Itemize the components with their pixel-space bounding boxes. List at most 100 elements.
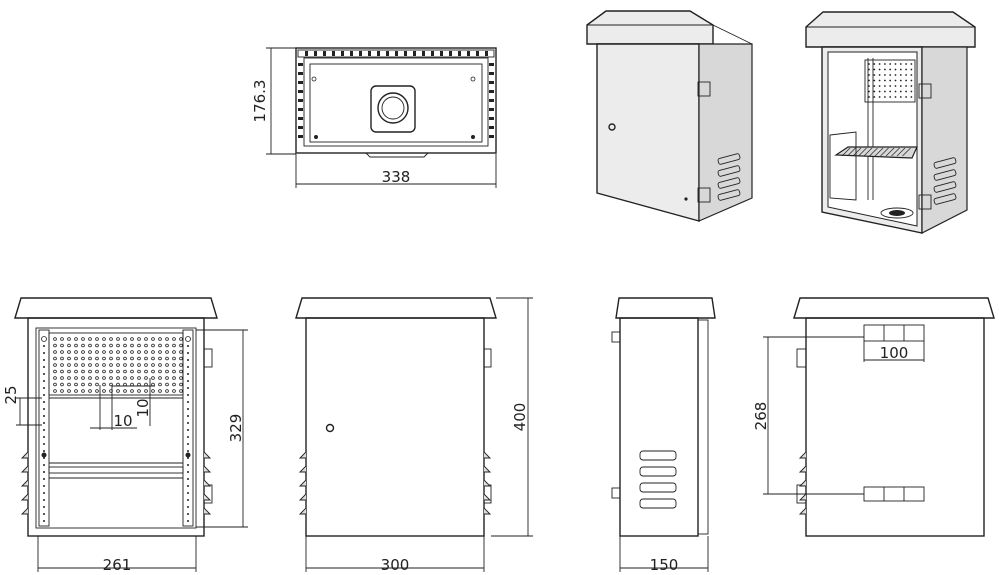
perf-hole-icon <box>179 376 183 380</box>
rail-hole-icon <box>43 401 45 403</box>
perf-hole-icon <box>158 337 162 341</box>
perf-hole-icon <box>179 356 183 361</box>
rail-slot-icon <box>489 126 494 129</box>
rail-slot-icon <box>298 126 303 129</box>
perf-hole-icon <box>165 389 169 393</box>
perf-hole-icon <box>116 350 120 354</box>
perf-hole-icon <box>899 68 902 71</box>
screw-icon <box>185 336 191 342</box>
cable-gland-core-icon <box>381 96 405 120</box>
perf-hole-icon <box>158 389 162 393</box>
perf-hole-icon <box>137 343 141 348</box>
perf-hole-icon <box>868 63 870 65</box>
louvre-icon <box>298 465 307 473</box>
front-open-roof <box>14 297 218 319</box>
louvre-icon <box>798 493 807 501</box>
perf-hole-icon <box>53 389 57 393</box>
perf-hole-icon <box>884 79 886 82</box>
perf-hole-icon <box>179 363 183 367</box>
perf-hole-icon <box>899 79 902 82</box>
back-body <box>805 317 985 537</box>
hinge-icon <box>697 187 711 203</box>
front-shelf <box>48 466 184 474</box>
perf-hole-icon <box>179 382 183 387</box>
louvre-icon <box>298 493 307 501</box>
perf-hole-icon <box>95 363 99 367</box>
perf-hole-icon <box>889 90 892 93</box>
perf-hole-icon <box>88 356 92 361</box>
perf-hole-icon <box>60 376 64 380</box>
rail-hole-icon <box>187 520 189 522</box>
perf-hole-icon <box>109 356 113 361</box>
perf-hole-icon <box>137 363 141 367</box>
shelf-grille <box>841 147 911 157</box>
perf-hole-icon <box>884 63 886 65</box>
front-open-body <box>27 317 205 537</box>
rail-hole-icon <box>187 422 189 424</box>
rail-hole-icon <box>43 415 45 417</box>
rail-hole-icon <box>187 436 189 438</box>
cable-gland-ring-icon <box>377 92 409 124</box>
louvre-icon <box>298 507 307 515</box>
rail-slot-icon <box>298 117 303 120</box>
perf-hole-icon <box>74 389 78 393</box>
vent-slot-icon <box>933 157 957 169</box>
rail-hole-icon <box>187 345 189 347</box>
perf-hole-icon <box>123 376 127 380</box>
rail-hole-icon <box>43 513 45 515</box>
perf-hole-icon <box>123 356 127 361</box>
front-closed-door <box>305 317 485 537</box>
perf-hole-icon <box>95 350 99 354</box>
perf-hole-icon <box>95 389 99 393</box>
grille-bar <box>880 147 889 157</box>
louvre-icon <box>20 507 29 515</box>
rail-hole-icon <box>43 373 45 375</box>
perf-hole-icon <box>60 369 64 374</box>
perf-hole-icon <box>889 63 892 65</box>
vent-slot-icon <box>717 177 741 189</box>
rail-hole-icon <box>187 499 189 501</box>
perf-hole-icon <box>899 63 902 65</box>
perf-hole-icon <box>130 376 134 380</box>
rail-hole-icon <box>187 506 189 508</box>
top-rail <box>297 49 495 58</box>
rail-slot-icon <box>298 90 303 93</box>
perf-hole-icon <box>95 369 99 374</box>
left-vent-louvres <box>298 451 307 515</box>
rail-hole-icon <box>43 471 45 473</box>
perf-hole-icon <box>158 350 162 354</box>
perf-hole-icon <box>144 382 148 387</box>
rail-slot-icon <box>395 51 398 56</box>
perf-hole-icon <box>172 337 176 341</box>
perf-hole-icon <box>95 356 99 361</box>
rail-hole-icon <box>43 352 45 354</box>
perf-hole-icon <box>905 85 907 87</box>
perf-hole-icon <box>53 350 57 354</box>
screw-hole-icon <box>314 135 318 139</box>
perf-hole-icon <box>165 356 169 361</box>
perf-hole-icon <box>894 79 897 82</box>
rail-slot-icon <box>298 63 303 66</box>
top-view: 176.3 338 <box>251 47 497 188</box>
dim-spacing-25: 25 <box>2 385 20 404</box>
perf-hole-icon <box>53 376 57 380</box>
perf-hole-icon <box>165 369 169 374</box>
hinge-icon <box>697 81 711 97</box>
perf-hole-icon <box>109 369 113 374</box>
rail-hole-icon <box>43 478 45 480</box>
door-lock-icon <box>608 123 616 131</box>
screw-hole-icon <box>471 135 475 139</box>
perf-hole-icon <box>884 74 886 76</box>
screw-icon <box>41 336 47 342</box>
perf-hole-icon <box>889 85 892 87</box>
perf-hole-icon <box>894 96 897 98</box>
perf-hole-icon <box>67 382 71 387</box>
rail-hole-icon <box>43 520 45 522</box>
perf-hole-icon <box>74 376 78 380</box>
perf-hole-icon <box>905 90 907 93</box>
dim-top-width: 338 <box>382 168 411 186</box>
vent-slot-icon <box>639 482 677 493</box>
rail-slot-icon <box>476 51 479 56</box>
perf-hole-icon <box>102 382 106 387</box>
